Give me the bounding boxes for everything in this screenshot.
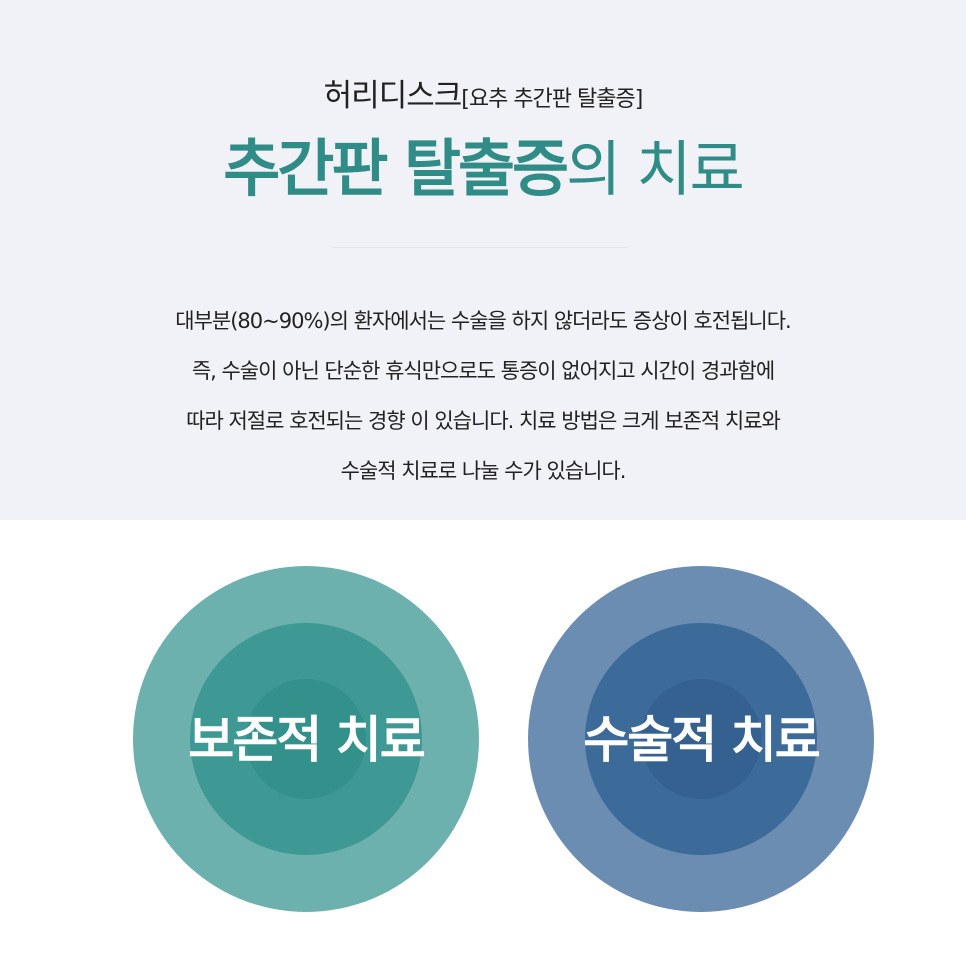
page-title-rest: 의 치료 — [566, 135, 745, 205]
description-line-4: 수술적 치료로 나눌 수가 있습니다. — [340, 459, 627, 483]
subtitle: 허리디스크[요추 추간판 탈출증] — [0, 74, 966, 123]
description-line-1: 대부분(80~90%)의 환자에서는 수술을 하지 않더라도 증상이 호전됩니다… — [175, 309, 791, 333]
subtitle-bracket: [요추 추간판 탈출증] — [461, 87, 643, 112]
subtitle-main: 허리디스크 — [323, 78, 463, 114]
divider — [332, 247, 628, 248]
surgical-circle-inner — [641, 679, 761, 799]
conservative-treatment-label: 보존적 치료 — [188, 711, 425, 769]
description-line-3: 따라 저절로 호전되는 경향 이 있습니다. 치료 방법은 크게 보존적 치료와 — [186, 409, 781, 433]
conservative-circle-inner — [246, 679, 366, 799]
page-title: 추간판 탈출증의 치료 — [0, 124, 966, 230]
description-line-2: 즉, 수술이 아닌 단순한 휴식만으로도 통증이 없어지고 시간이 경과함에 — [191, 359, 775, 383]
surgical-treatment-label: 수술적 치료 — [583, 711, 820, 769]
description: 대부분(80~90%)의 환자에서는 수술을 하지 않더라도 증상이 호전됩니다… — [0, 296, 966, 496]
page-title-strong: 추간판 탈출증 — [223, 132, 569, 205]
header-panel: 허리디스크[요추 추간판 탈출증] 추간판 탈출증의 치료 대부분(80~90%… — [0, 0, 966, 520]
